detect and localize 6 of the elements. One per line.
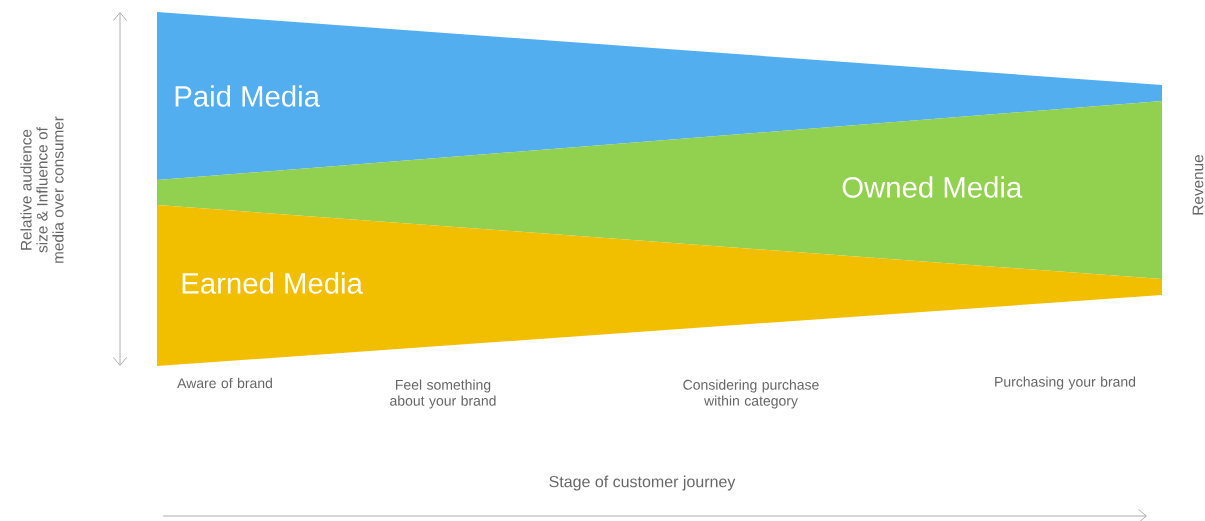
stage-label: Considering purchase within category <box>683 379 819 409</box>
stage-label: Feel something about your brand <box>390 379 496 409</box>
axis-title: Stage of customer journey <box>549 475 736 491</box>
media-band: Earned Media <box>157 205 1162 366</box>
axis-title: Revenue <box>1192 155 1204 215</box>
axis-title: Relative audience size & Influence of media over consumer <box>20 116 64 263</box>
